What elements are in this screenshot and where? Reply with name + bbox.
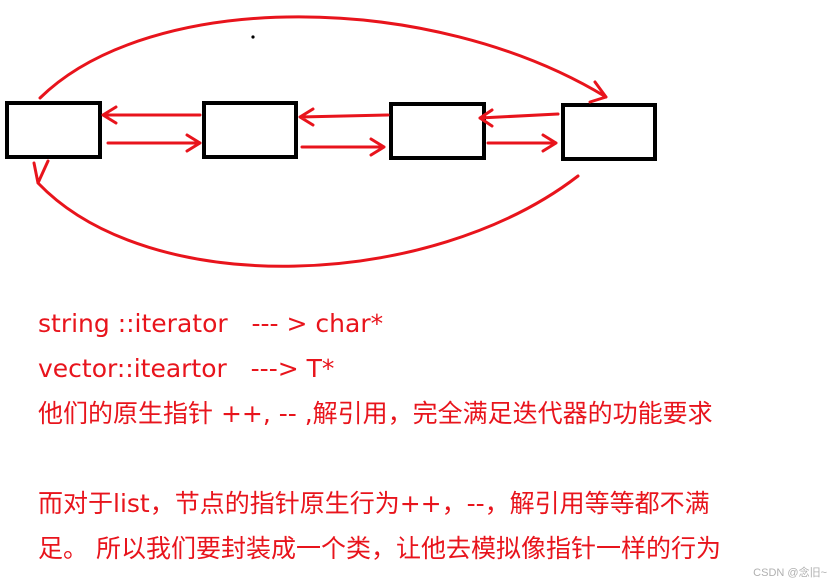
bottom-arc-arrow xyxy=(32,159,580,268)
text-line-1: string ::iterator --- > char* xyxy=(38,309,384,338)
text-line-2: vector::iteartor ---> T* xyxy=(38,354,335,383)
prev-arrow-3-to-2 xyxy=(298,107,390,127)
list-node-3 xyxy=(389,102,486,160)
next-arrow-2-to-3 xyxy=(300,137,386,157)
text-line-5: 足。 所以我们要封装成一个类，让他去模拟像指针一样的行为 xyxy=(38,534,721,563)
linked-list-diagram xyxy=(5,15,657,268)
list-node-1 xyxy=(5,101,102,159)
next-arrow-3-to-4 xyxy=(486,133,558,153)
list-node-2 xyxy=(202,101,298,159)
text-line-4: 而对于list，节点的指针原生行为++，--，解引用等等都不满 xyxy=(38,489,710,518)
list-node-4 xyxy=(561,103,657,161)
text-line-3: 他们的原生指针 ++, -- ,解引用，完全满足迭代器的功能要求 xyxy=(38,399,713,428)
top-arc-arrow xyxy=(38,15,608,104)
prev-arrow-2-to-1 xyxy=(101,105,202,125)
dot-mark xyxy=(251,35,255,39)
prev-arrow-4-to-3 xyxy=(478,108,560,128)
watermark: CSDN @念旧~ xyxy=(753,567,827,579)
next-arrow-1-to-2 xyxy=(106,133,202,153)
